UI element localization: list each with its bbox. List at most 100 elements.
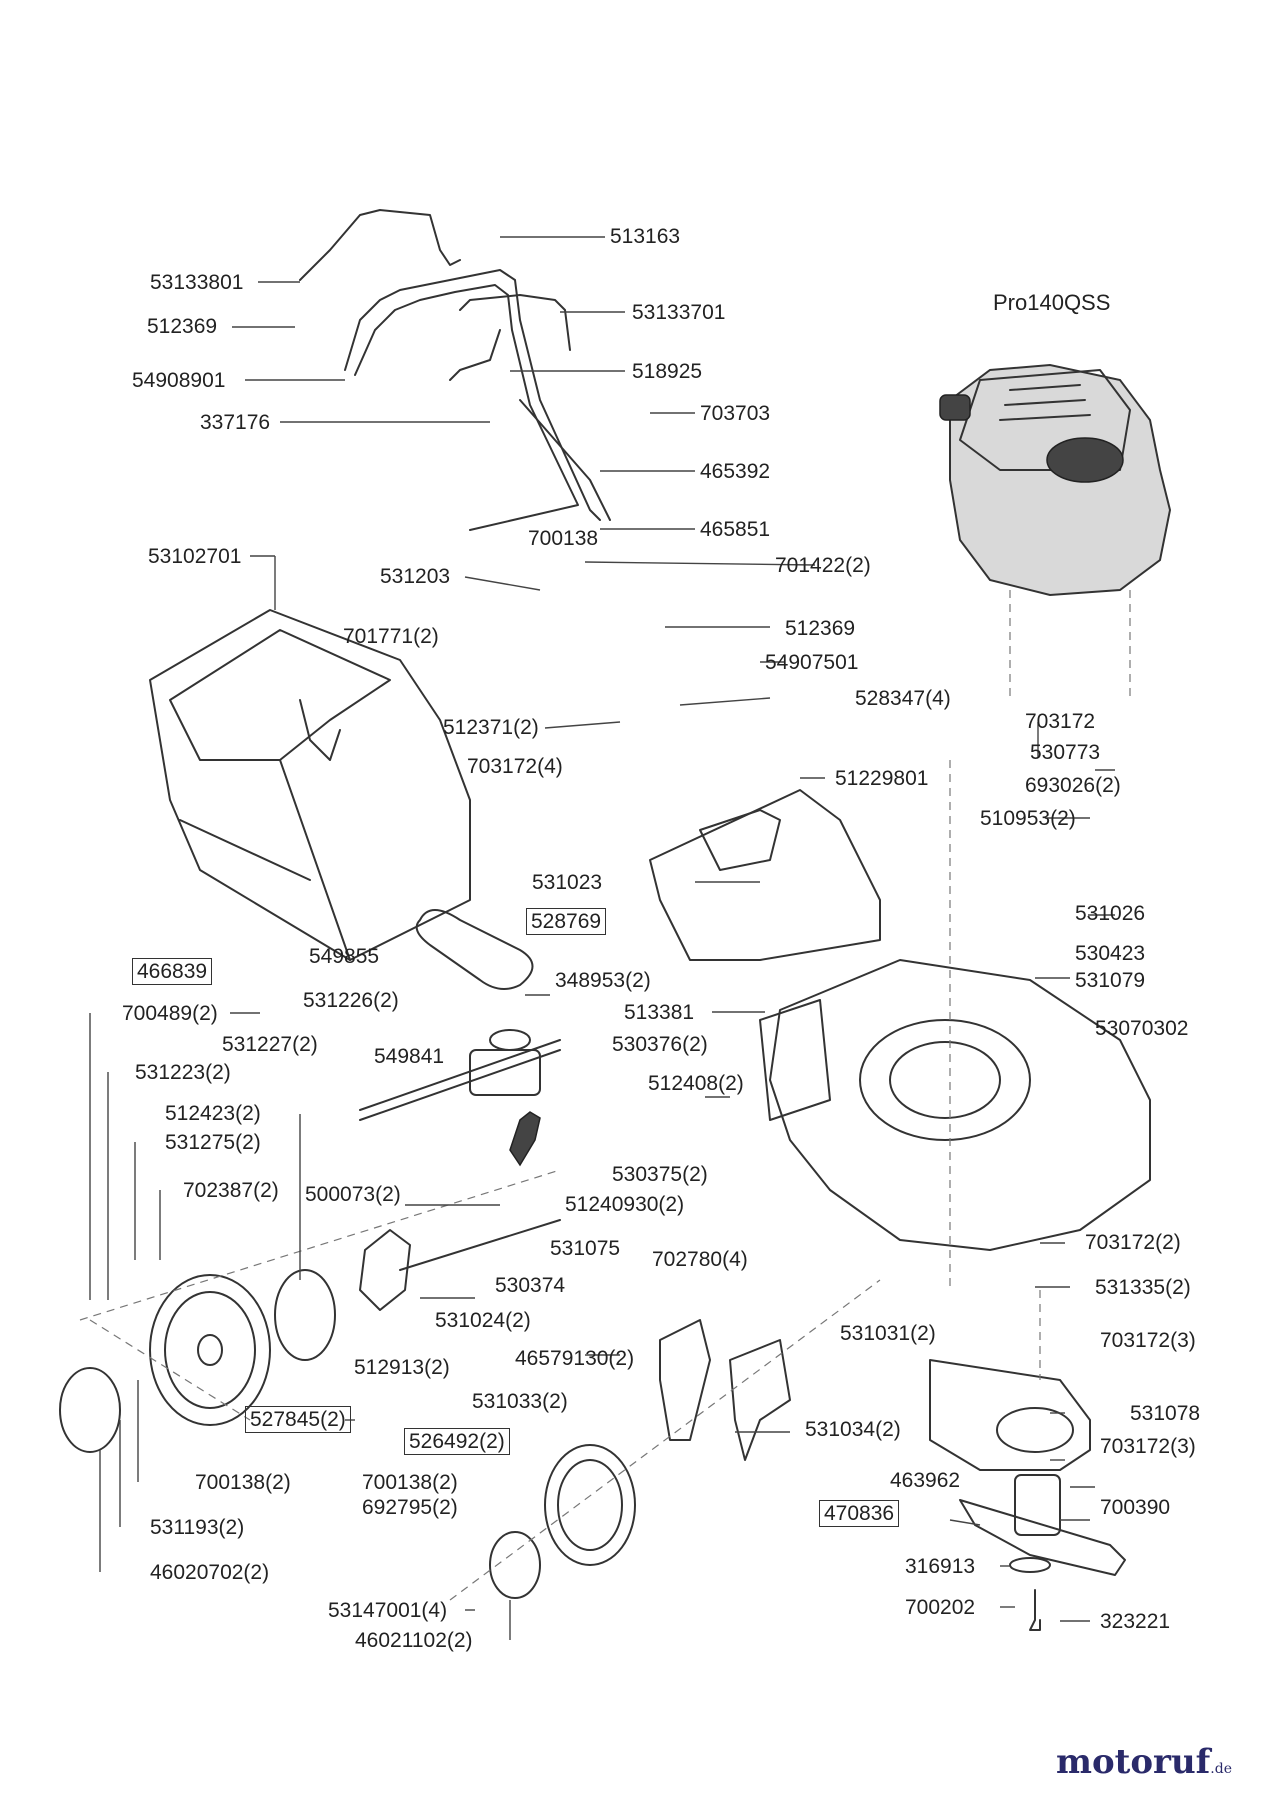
- part-label-700489: 700489(2): [122, 1002, 218, 1025]
- part-label-701422: 701422(2): [775, 554, 871, 577]
- leader-lines: [89, 236, 1115, 1640]
- part-label-337176: 337176: [200, 411, 271, 434]
- part-label-526492: 526492(2): [404, 1428, 510, 1455]
- watermark-tld: .de: [1210, 1761, 1232, 1777]
- part-label-510953: 510953(2): [980, 807, 1076, 830]
- part-label-531023: 531023: [532, 871, 603, 894]
- engine-drawing: [939, 363, 1172, 597]
- part-label-531079: 531079: [1075, 969, 1146, 992]
- part-label-530773: 530773: [1030, 741, 1101, 764]
- part-label-531033: 531033(2): [472, 1390, 568, 1413]
- part-label-466839: 466839: [132, 958, 213, 985]
- part-label-323221: 323221: [1100, 1610, 1171, 1633]
- front-hubcap-drawing: [489, 1531, 541, 1599]
- blade-bolt-drawing: [1029, 1589, 1041, 1631]
- part-label-530423: 530423: [1075, 942, 1146, 965]
- part-label-549855: 549855: [309, 945, 380, 968]
- part-label-53147001: 53147001(4): [328, 1599, 448, 1622]
- part-label-531227: 531227(2): [222, 1033, 318, 1056]
- part-label-53102701: 53102701: [148, 545, 242, 568]
- part-label-527845: 527845(2): [245, 1406, 351, 1433]
- blade-adapter-drawing: [1014, 1474, 1061, 1536]
- part-label-531024: 531024(2): [435, 1309, 531, 1332]
- assembly-lines: [79, 590, 1131, 1601]
- part-label-549841: 549841: [374, 1045, 445, 1068]
- blade-drawing: [959, 1499, 1126, 1576]
- part-label-54908901: 54908901: [132, 369, 226, 392]
- part-label-512371: 512371(2): [443, 716, 539, 739]
- part-label-531031: 531031(2): [840, 1322, 936, 1345]
- rear-flap-drawing: [649, 789, 881, 961]
- part-label-703172-4: 703172(4): [467, 755, 563, 778]
- part-label-703172-2: 703172(2): [1085, 1231, 1181, 1254]
- part-label-702780: 702780(4): [652, 1248, 748, 1271]
- part-label-530374: 530374: [495, 1274, 566, 1297]
- axle-plate-drawing: [359, 1229, 411, 1311]
- part-label-531275: 531275(2): [165, 1131, 261, 1154]
- part-label-512913: 512913(2): [354, 1356, 450, 1379]
- watermark-brand: motoruf: [1056, 1742, 1211, 1782]
- part-label-531078: 531078: [1130, 1402, 1201, 1425]
- part-label-703172: 703172: [1025, 710, 1096, 733]
- rear-hub-disc-drawing: [274, 1269, 336, 1361]
- part-label-465851: 465851: [700, 518, 771, 541]
- part-label-54907501: 54907501: [765, 651, 859, 674]
- part-label-51240930: 51240930(2): [565, 1193, 685, 1216]
- part-label-46021102: 46021102(2): [355, 1629, 473, 1652]
- drive-belt-drawing: [415, 909, 534, 990]
- part-label-528769: 528769: [526, 908, 607, 935]
- part-label-700138-c: 700138(2): [362, 1471, 458, 1494]
- cable-drawing: [519, 399, 611, 521]
- part-label-46020702: 46020702(2): [150, 1561, 270, 1584]
- part-label-518925: 518925: [632, 360, 703, 383]
- part-label-528347: 528347(4): [855, 687, 951, 710]
- part-label-316913: 316913: [905, 1555, 976, 1578]
- front-wheel-drawing: [544, 1444, 636, 1566]
- part-label-531193: 531193(2): [150, 1516, 245, 1539]
- part-label-512408: 512408(2): [648, 1072, 744, 1095]
- part-label-701771: 701771(2): [343, 625, 439, 648]
- part-label-512369-b: 512369: [785, 617, 856, 640]
- part-label-530376: 530376(2): [612, 1033, 708, 1056]
- part-label-531203: 531203: [380, 565, 451, 588]
- deck-drawing: [759, 959, 1151, 1251]
- part-label-531223: 531223(2): [135, 1061, 231, 1084]
- part-label-700202: 700202: [905, 1596, 976, 1619]
- part-label-46579130: 46579130(2): [515, 1347, 635, 1370]
- rear-hubcap-drawing: [59, 1367, 121, 1453]
- part-label-530375: 530375(2): [612, 1163, 708, 1186]
- part-label-702387: 702387(2): [183, 1179, 279, 1202]
- part-label-500073: 500073(2): [305, 1183, 401, 1206]
- part-label-693026: 693026(2): [1025, 774, 1121, 797]
- engine-model-title: Pro140QSS: [993, 290, 1111, 315]
- blade-baffle-drawing: [929, 1359, 1091, 1471]
- part-label-53133701: 53133701: [632, 301, 726, 324]
- part-label-513163: 513163: [610, 225, 681, 248]
- part-label-700390: 700390: [1100, 1496, 1171, 1519]
- rear-wheel-drawing: [149, 1274, 271, 1426]
- part-label-465392: 465392: [700, 460, 771, 483]
- part-label-700138-b: 700138(2): [195, 1471, 291, 1494]
- part-label-703703: 703703: [700, 402, 771, 425]
- part-label-53133801: 53133801: [150, 271, 244, 294]
- part-label-700138: 700138: [528, 527, 599, 550]
- part-label-512369: 512369: [147, 315, 218, 338]
- part-label-692795: 692795(2): [362, 1496, 458, 1519]
- upper-handle-drawing: [299, 209, 601, 531]
- part-label-703172-3b: 703172(3): [1100, 1435, 1196, 1458]
- height-adjuster-drawing: [659, 1319, 711, 1441]
- part-label-53070302: 53070302: [1095, 1017, 1189, 1040]
- part-label-51229801: 51229801: [835, 767, 929, 790]
- part-label-531335: 531335(2): [1095, 1276, 1191, 1299]
- part-label-531226: 531226(2): [303, 989, 399, 1012]
- motoruf-watermark: motoruf.de: [1056, 1742, 1232, 1782]
- part-label-470836: 470836: [819, 1500, 900, 1527]
- part-label-512423: 512423(2): [165, 1102, 261, 1125]
- part-label-348953: 348953(2): [555, 969, 651, 992]
- grass-bag-drawing: [149, 609, 471, 961]
- part-label-531026: 531026: [1075, 902, 1146, 925]
- part-label-703172-3a: 703172(3): [1100, 1329, 1196, 1352]
- part-label-463962: 463962: [890, 1469, 961, 1492]
